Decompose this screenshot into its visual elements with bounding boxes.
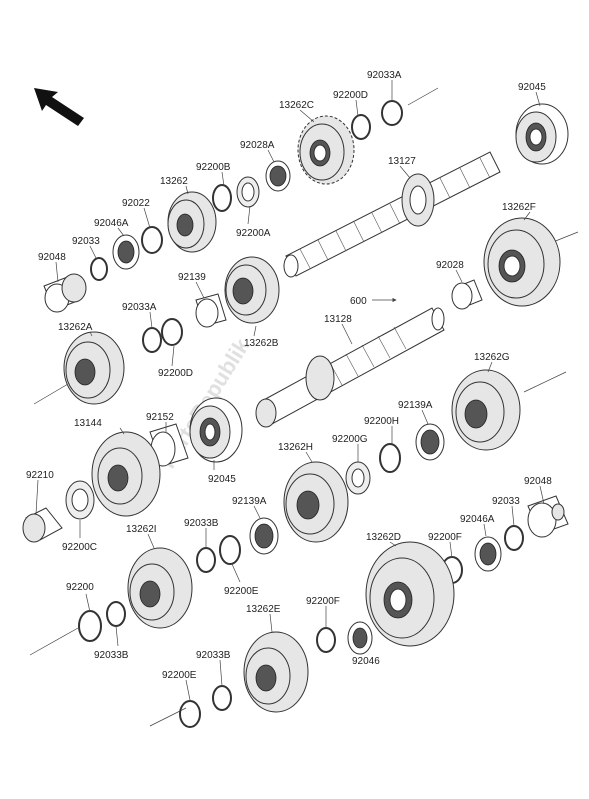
label-92152: 92152 [146, 412, 174, 423]
bearing-92045-top [515, 103, 569, 165]
gear-13262A [63, 331, 125, 405]
washer-92200C [65, 480, 95, 520]
label-13262B: 13262B [244, 338, 279, 349]
label-92210: 92210 [26, 470, 54, 481]
label-92200G: 92200G [332, 434, 368, 445]
needle-bearing-92046 [347, 621, 373, 655]
label-13262D: 13262D [366, 532, 401, 543]
label-92200: 92200 [66, 582, 94, 593]
gear-13262C [297, 115, 355, 185]
label-92046A-bot: 92046A [460, 514, 495, 525]
gear-13262G [451, 369, 521, 451]
circlip-92033B-bot [212, 685, 232, 711]
label-13262E: 13262E [246, 604, 281, 615]
label-13262C: 13262C [279, 100, 314, 111]
circlip-92033-top [90, 257, 108, 281]
label-13128: 13128 [324, 314, 352, 325]
gear-13262B [224, 256, 280, 324]
label-13262A: 13262A [58, 322, 93, 333]
label-92028A: 92028A [240, 140, 275, 151]
label-92200C: 92200C [62, 542, 97, 553]
label-92048-bot: 92048 [524, 476, 552, 487]
label-13262: 13262 [160, 176, 188, 187]
label-92028: 92028 [436, 260, 464, 271]
label-92200E-mid: 92200E [224, 586, 259, 597]
washer-92200D-top [351, 114, 371, 140]
part-labels: 92033A 92045 13262C 92200D 92028A 13127 … [26, 70, 552, 681]
washer-92022 [141, 226, 163, 254]
label-92200F-mid: 92200F [306, 596, 340, 607]
washer-92200F-mid [316, 627, 336, 653]
label-92033B-left: 92033B [94, 650, 129, 661]
gear-13262I [127, 547, 193, 629]
washer-92200G [345, 461, 371, 495]
arrow-up-left-icon [34, 88, 84, 126]
label-92200D-top: 92200D [333, 90, 368, 101]
label-92033-bot: 92033 [492, 496, 520, 507]
label-92033A-top: 92033A [367, 70, 402, 81]
label-92046A-top: 92046A [94, 218, 129, 229]
needle-bearing-92046A-bot [474, 536, 502, 572]
washer-92200A [236, 176, 260, 208]
label-92033A-mid: 92033A [122, 302, 157, 313]
gear-13262 [167, 191, 217, 253]
bearing-92045-mid [189, 397, 243, 463]
label-92200D-mid: 92200D [158, 368, 193, 379]
collar-92048-top [43, 273, 87, 313]
bush-92139 [195, 293, 227, 328]
label-92048-top: 92048 [38, 252, 66, 263]
label-92022: 92022 [122, 198, 150, 209]
circlip-92033B-left [106, 601, 126, 627]
label-92033-top: 92033 [72, 236, 100, 247]
washer-92200H [379, 443, 401, 473]
label-92200A: 92200A [236, 228, 271, 239]
label-13144: 13144 [74, 418, 102, 429]
label-600: 600 [350, 296, 367, 307]
washer-92200B [212, 184, 232, 212]
label-92200H: 92200H [364, 416, 399, 427]
circlip-92033B-mid [196, 547, 216, 573]
label-92139A-bot: 92139A [232, 496, 267, 507]
label-92033B-bot: 92033B [196, 650, 231, 661]
needle-bearing-92028 [451, 279, 483, 310]
shaft-13127 [283, 151, 501, 278]
circlip-92033A-top [381, 100, 403, 126]
gear-13262F [483, 217, 561, 307]
washer-92200E-bot [179, 700, 201, 728]
needle-bearing-92139A-bot [249, 517, 279, 555]
label-92200B: 92200B [196, 162, 231, 173]
label-92046: 92046 [352, 656, 380, 667]
label-92139A-mid: 92139A [398, 400, 433, 411]
label-13262F: 13262F [502, 202, 536, 213]
label-13127: 13127 [388, 156, 416, 167]
circlip-92033A-mid [142, 327, 162, 353]
shaft-13128 [255, 307, 445, 428]
gear-13262D [365, 541, 455, 647]
leader-lines [35, 80, 545, 701]
sprocket-13144 [91, 431, 161, 517]
circlip-92033-bot [504, 525, 524, 551]
label-13262G: 13262G [474, 352, 510, 363]
gear-13262E [243, 631, 309, 713]
label-92033B-mid: 92033B [184, 518, 219, 529]
label-13262H: 13262H [278, 442, 313, 453]
washer-92200 [78, 610, 102, 642]
collar-92048-bot [527, 495, 569, 538]
spline-collar-92210 [22, 507, 63, 543]
label-92045-top: 92045 [518, 82, 546, 93]
label-92045-mid: 92045 [208, 474, 236, 485]
needle-bearing-92028A [265, 160, 291, 192]
needle-bearing-92139A-mid [415, 423, 445, 461]
label-13262I: 13262I [126, 524, 157, 535]
needle-bearing-92046A-top [112, 234, 140, 270]
washer-92200D-mid [161, 318, 183, 346]
label-92200E-bot: 92200E [162, 670, 197, 681]
label-92139: 92139 [178, 272, 206, 283]
label-92200F-right: 92200F [428, 532, 462, 543]
washer-92200E-mid [219, 535, 241, 565]
gear-13262H [283, 461, 349, 543]
